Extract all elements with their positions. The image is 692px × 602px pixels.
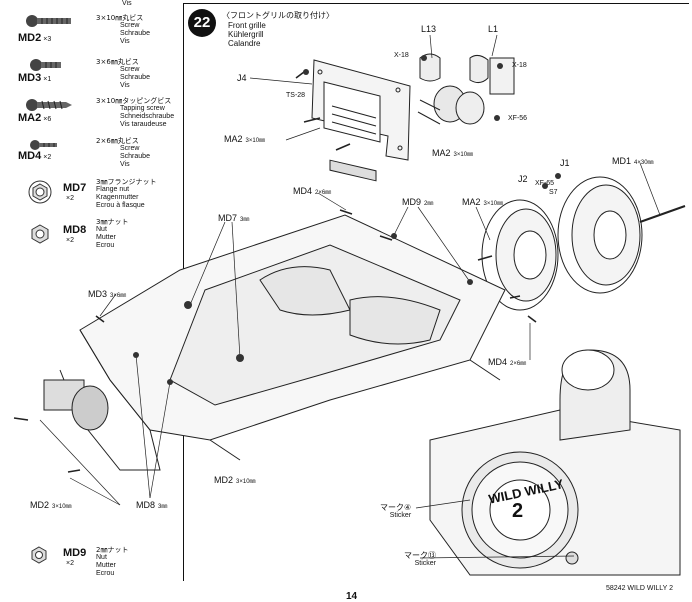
- page-number: 14: [346, 591, 358, 602]
- part-qty-md7: ×2: [66, 195, 74, 202]
- spare-tire-logo-number: 2: [512, 500, 524, 522]
- part-desc-md4: 2×6㎜丸ビス Screw Schraube Vis: [96, 137, 150, 168]
- label-ts28: TS-28: [286, 92, 306, 99]
- part-desc-md2: 3×10㎜丸ビス Screw Schraube Vis: [96, 14, 150, 45]
- part-desc-md7: 3㎜フランジナット Flange nut Kragenmutter Ecrou …: [96, 178, 157, 209]
- part-desc-ma2: 3×10㎜タッピングビス Tapping screw Schneidschrau…: [96, 97, 175, 128]
- label-xf65: XF-65: [535, 180, 555, 187]
- md9-nut-icon: [30, 546, 48, 569]
- part-code-md7: MD7: [63, 182, 87, 194]
- step-number-badge: 22: [188, 9, 216, 37]
- label-s7: S7: [549, 189, 558, 196]
- rear-body-with-spare-tire: [429, 349, 681, 576]
- nuts: [133, 55, 561, 385]
- part-desc-md8: 3㎜ナット Nut Mutter Ecrou: [96, 218, 129, 249]
- part-desc-md9: 2㎜ナット Nut Mutter Ecrou: [96, 546, 129, 577]
- step-title: 〈フロントグリルの取り付け〉 Front grille Kühlergrill …: [222, 11, 334, 48]
- chassis-frame: [43, 214, 506, 471]
- sticker-callout-13: マーク⑬ Sticker: [404, 551, 436, 568]
- screws: [13, 71, 537, 473]
- label-l1: L1: [488, 24, 499, 34]
- md4-screw-icon: [30, 138, 60, 156]
- part-code-md9: MD9: [63, 547, 87, 559]
- front-grille-plate: [311, 59, 411, 182]
- ma2-tapping-screw-icon: [26, 98, 74, 117]
- label-x18-b: X-18: [512, 62, 527, 69]
- md7-flange-nut-icon: [28, 180, 52, 209]
- sticker-callout-4: マーク④ Sticker: [380, 503, 412, 520]
- label-xf56: XF-56: [508, 115, 528, 122]
- md3-screw-icon: [30, 58, 64, 77]
- label-x18-a: X-18: [394, 52, 409, 59]
- part-code-md2: MD2×3: [18, 32, 52, 44]
- footer-model: 58242 WILD WILLY 2: [606, 585, 674, 592]
- part-qty-md8: ×2: [66, 237, 74, 244]
- label-l13: L13: [421, 24, 437, 34]
- md2-screw-icon: [26, 14, 74, 33]
- label-j2: J2: [518, 174, 528, 184]
- label-j4: J4: [237, 73, 247, 83]
- part-code-ma2: MA2×6: [18, 112, 52, 124]
- front-wheels: [481, 176, 686, 311]
- top-note: Vis: [122, 0, 132, 7]
- part-desc-md3: 3×6㎜丸ビス Screw Schraube Vis: [96, 58, 150, 89]
- part-qty-md9: ×2: [66, 560, 74, 567]
- headlight-parts: [417, 53, 515, 125]
- md8-nut-icon: [30, 224, 50, 249]
- leader-lines: [39, 34, 661, 559]
- part-code-md8: MD8: [63, 224, 87, 236]
- part-code-md4: MD4×2: [18, 150, 52, 162]
- label-j1: J1: [560, 158, 570, 168]
- part-code-md3: MD3×1: [18, 72, 52, 84]
